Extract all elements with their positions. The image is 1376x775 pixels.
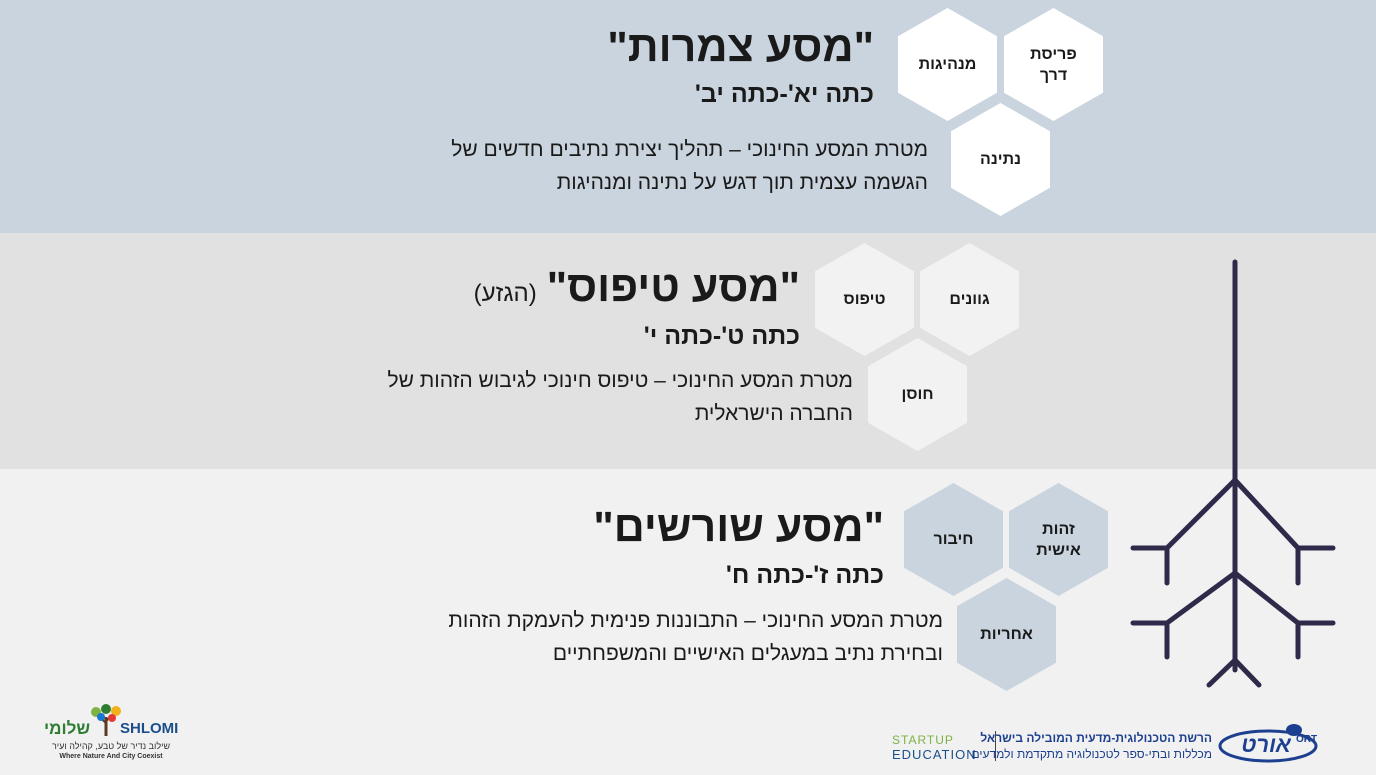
shlomi-logo: שלומי SHLOMI שילוב נדיר של טבע, קהילה וע… <box>44 703 184 763</box>
startup-label: STARTUP <box>892 733 954 747</box>
ort-logo-main: אורט <box>1241 732 1291 757</box>
hex-prisat-derekh: פריסת דרך <box>1004 8 1103 121</box>
startup-education-logo: STARTUP EDUCATION <box>892 733 984 763</box>
hex-tipus: טיפוס <box>815 243 914 356</box>
footer-divider <box>995 731 996 761</box>
ort-text: הרשת הטכנולוגית-מדעית המובילה בישראל מכל… <box>972 731 1212 762</box>
section-subtitle-shorashim: כתה ז'-כתה ח' <box>725 561 884 589</box>
shlomi-name-en: SHLOMI <box>120 720 179 737</box>
section-title-tipus: "מסע טיפוס"(הגזע) <box>473 263 800 311</box>
section-description-shorashim: מטרת המסע החינוכי – התבוננות פנימית להעמ… <box>448 609 943 665</box>
section-description-tzamarot: מטרת המסע החינוכי – תהליך יצירת נתיבים ח… <box>451 138 928 194</box>
section-title-tzamarot: "מסע צמרות" <box>607 23 874 71</box>
hex-manhigut: מנהיגות <box>898 8 997 121</box>
section-band-middle <box>0 233 1376 469</box>
ort-line2: מכללות ובתי-ספר לטכנולוגיה מתקדמת ולמדעי… <box>971 747 1212 761</box>
section-subtitle-tzamarot: כתה יא'-כתה יב' <box>694 80 874 108</box>
ort-logo-super: ORT <box>1296 734 1318 745</box>
education-label: EDUCATION <box>892 747 977 762</box>
shlomi-tagline-he: שילוב נדיר של טבע, קהילה ועיר <box>51 741 171 751</box>
section-subtitle-tipus: כתה ט'-כתה י' <box>643 322 800 350</box>
hex-gvanim: גוונים <box>920 243 1019 356</box>
hex-hosen: חוסן <box>868 338 967 451</box>
ort-swoosh-icon <box>1218 724 1318 763</box>
section-description-tipus: מטרת המסע החינוכי – טיפוס חינוכי לגיבוש … <box>387 369 853 425</box>
section-title-shorashim: "מסע שורשים" <box>593 503 884 551</box>
shlomi-tree-icon <box>91 704 121 736</box>
shlomi-tagline-en: Where Nature And City Coexist <box>59 753 163 760</box>
ort-line1: הרשת הטכנולוגית-מדעית המובילה בישראל <box>980 731 1212 745</box>
section-band-top <box>0 0 1376 233</box>
ort-logo: אורט ORT <box>1218 720 1322 764</box>
shlomi-name-he: שלומי <box>44 719 91 738</box>
tree-roots-graphic <box>1130 259 1336 688</box>
